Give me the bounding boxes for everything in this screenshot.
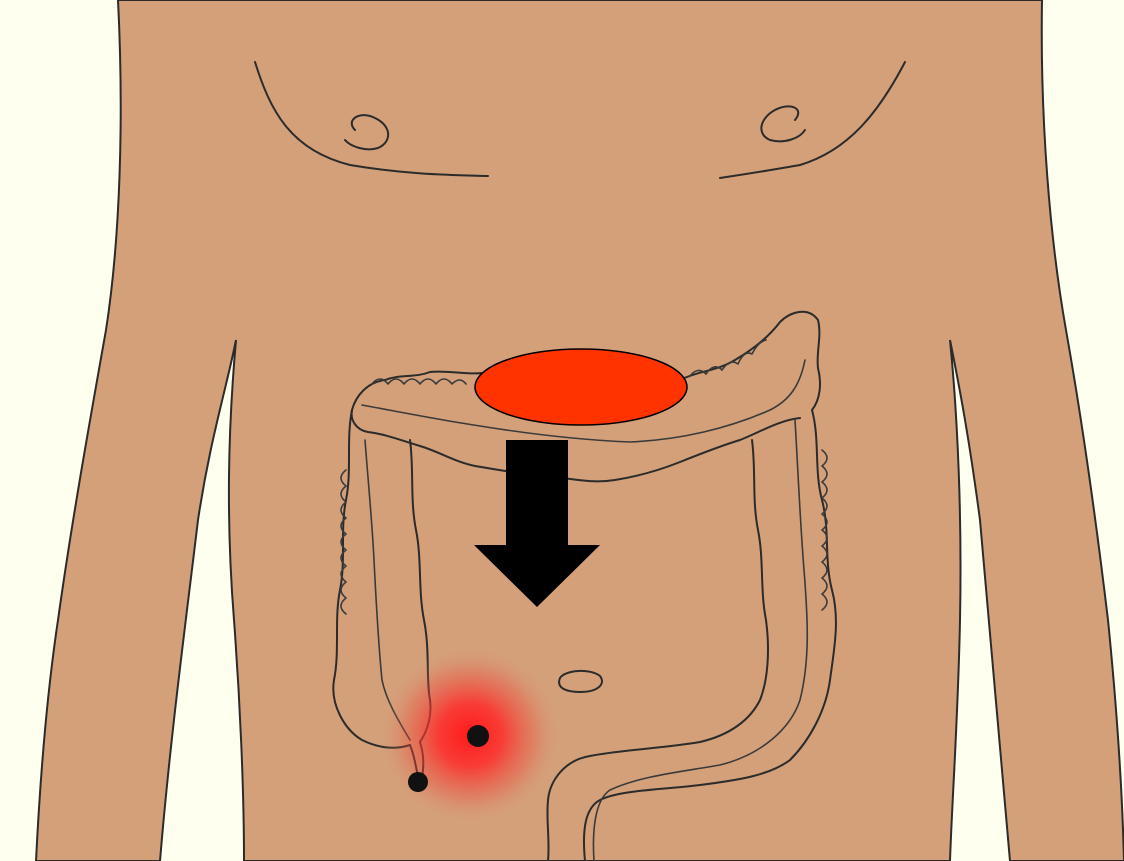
appendix-tip-marker (408, 772, 428, 792)
origin-marker-oval (475, 349, 687, 425)
mcburney-point-marker (467, 725, 489, 747)
torso-silhouette (36, 0, 1124, 861)
